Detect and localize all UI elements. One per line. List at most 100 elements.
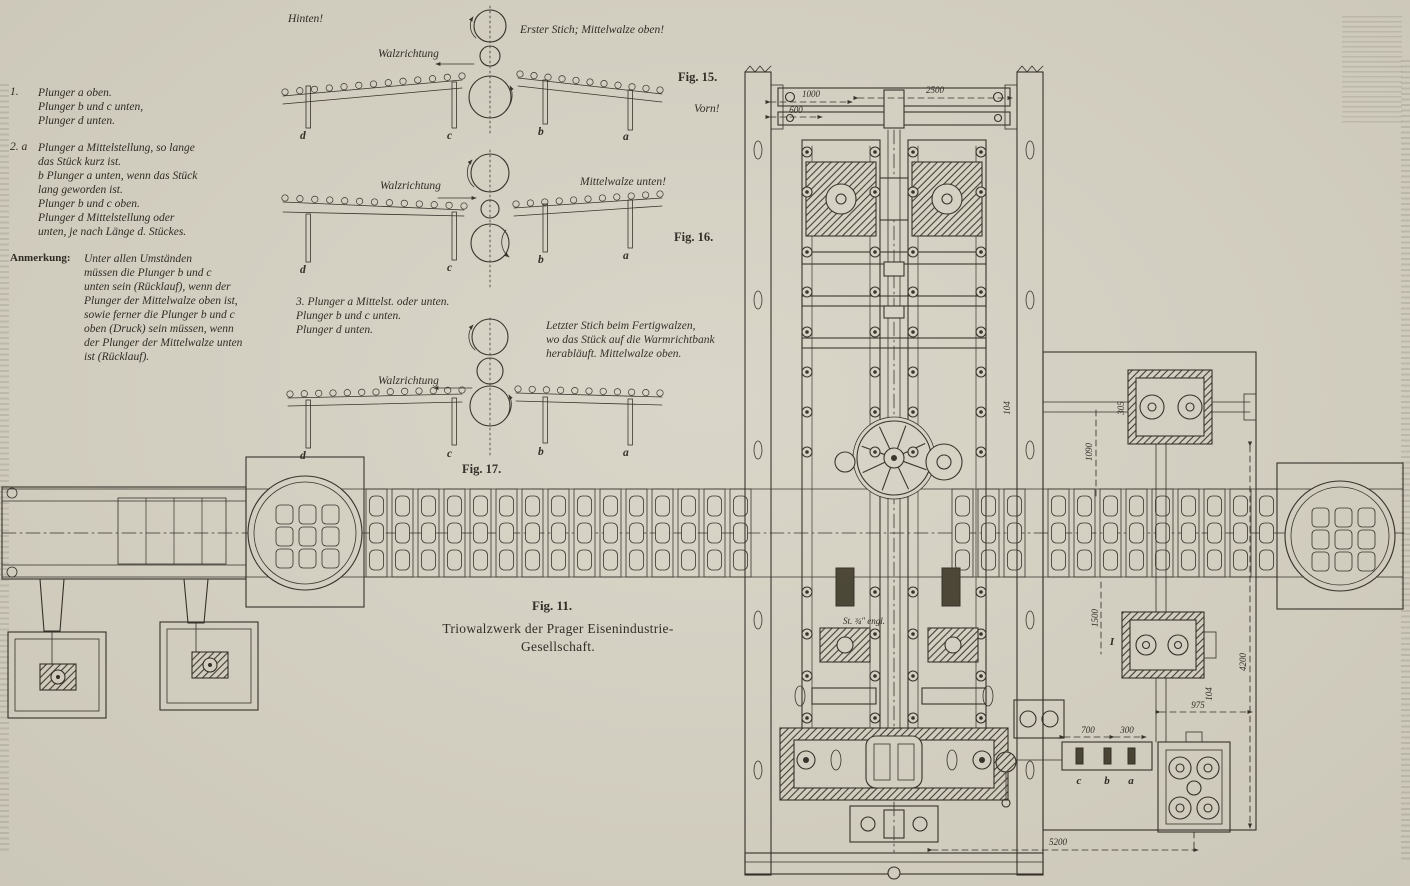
page-edge-bleed-right: [1401, 60, 1410, 860]
lever-a: [1127, 747, 1136, 765]
lever-b: [1103, 747, 1112, 765]
label-mittelwalze-unten: Mittelwalze unten!: [580, 176, 666, 188]
plunger-bar-c: [451, 397, 457, 446]
plunger-bar-b: [542, 396, 548, 444]
label-walzrichtung-16: Walzrichtung: [380, 180, 441, 192]
plunger-bar-a: [627, 199, 633, 249]
label-fig16: Fig. 16.: [674, 230, 714, 244]
plunger-left: [835, 567, 855, 607]
page-corner-bleed: [1342, 16, 1402, 124]
fig16-right-roller-chain: [512, 190, 664, 208]
pinion-gear: [925, 443, 963, 481]
plunger-bar-c: [451, 81, 457, 129]
fig16-top-roll: [470, 153, 510, 193]
label-vorn: Vorn!: [694, 103, 720, 115]
drive-extension-plan: [995, 351, 1257, 833]
plunger-operating-notes: 1. Plunger a oben. Plunger b und c unten…: [10, 86, 268, 364]
fig15-middle-roll: [479, 45, 501, 67]
fig17-pass-diagram: [286, 317, 664, 459]
label-walzrichtung-17: Walzrichtung: [378, 375, 439, 387]
fig16-letter-a: a: [623, 250, 629, 262]
fig17-letter-a: a: [623, 447, 629, 459]
masonry-wall-right: [1016, 65, 1044, 876]
lever-label-a: a: [1128, 775, 1134, 787]
plunger-bar-a: [627, 398, 633, 446]
fig17-top-roll: [471, 318, 509, 356]
fig16-middle-roll: [480, 199, 500, 219]
dim-104-upper: 104: [1002, 401, 1012, 415]
fig17-right-roller-chain: [514, 385, 664, 397]
label-fig15: Fig. 15.: [678, 70, 718, 84]
label-erster-stich: Erster Stich; Mittelwalze oben!: [520, 24, 665, 36]
turntable-left: [245, 456, 365, 608]
screw-down-handwheel: [834, 416, 963, 500]
fig15-letter-a: a: [623, 131, 629, 143]
note-number-2: 2. a: [10, 141, 28, 154]
fig15-left-roller-chain: [281, 72, 466, 96]
fig17-letter-b: b: [538, 446, 544, 458]
note-anmerkung: Anmerkung: Unter allen Umständen müssen …: [10, 252, 268, 364]
foundation-block-right: [159, 621, 259, 711]
note-item-2: 2. a Plunger a Mittelstellung, so lange …: [10, 141, 268, 239]
dim-305: 305: [1116, 401, 1126, 416]
dim-600: 600: [789, 105, 803, 115]
fig16-left-roller-chain: [281, 194, 468, 210]
fig16-letter-c: c: [447, 262, 453, 274]
dim-5200: 5200: [1049, 837, 1068, 847]
note-item-1: 1. Plunger a oben. Plunger b und c unten…: [10, 86, 268, 128]
dim-104-lower: 104: [1204, 687, 1214, 701]
fig15-top-roll: [473, 9, 507, 43]
label-hinten: Hinten!: [288, 13, 324, 25]
plunger-bar-d: [305, 85, 311, 129]
anmerkung-label: Anmerkung:: [10, 252, 71, 265]
plunger-right: [941, 567, 961, 607]
gearbox-upper: [1127, 369, 1257, 445]
rotation-arrow: [466, 159, 475, 188]
label-letzter-stich: Letzter Stich beim Fertigwalzen, wo das …: [546, 320, 715, 360]
rotation-arrow: [505, 85, 514, 111]
hydraulic-plungers: [794, 567, 994, 707]
fig15-bottom-roll: [468, 75, 512, 119]
dim-300: 300: [1119, 725, 1134, 735]
gearbox-label-I: I: [1109, 636, 1115, 648]
fig16-bottom-roll: [470, 223, 510, 263]
rotation-arrow: [468, 324, 476, 351]
turntable-right: [1276, 462, 1404, 610]
mill-base-plate: [779, 727, 1009, 880]
housing-bolts: [801, 146, 987, 724]
fig15-letter-b: b: [538, 126, 544, 138]
plunger-bar-b: [542, 79, 548, 125]
lever-c: [1075, 747, 1084, 765]
fig17-left-roller-chain: [286, 386, 466, 398]
fig16-letter-b: b: [538, 254, 544, 266]
caption-title: Triowalzwerk der Prager Eisenindustrie- …: [442, 621, 674, 654]
rotation-arrow: [468, 16, 477, 39]
left-approach-table: [1, 486, 247, 632]
fig15-letter-c: c: [447, 130, 453, 142]
control-lever-pedestal: [1061, 741, 1153, 771]
dim-1500: 1500: [1090, 609, 1100, 628]
fig17-middle-roll: [476, 357, 504, 385]
fig15-pass-diagram: [281, 5, 664, 137]
dim-2500: 2500: [926, 85, 945, 95]
plunger-bar-a: [627, 89, 633, 131]
fig15-letter-d: d: [300, 130, 306, 142]
fig16-letter-d: d: [300, 264, 306, 276]
table-leg: [39, 578, 65, 632]
fork-guide: [865, 735, 923, 789]
label-walzrichtung-15: Walzrichtung: [378, 48, 439, 60]
note-text-1: Plunger a oben. Plunger b und c unten, P…: [38, 87, 144, 128]
dim-1000: 1000: [802, 89, 821, 99]
fig17-bottom-roll: [469, 385, 511, 427]
fig17-letter-c: c: [447, 448, 453, 460]
bell-crank-linkage: [995, 751, 1063, 808]
roller-table: [1, 456, 1404, 719]
drain-pipe: [887, 866, 901, 880]
rotation-arrow: [501, 229, 510, 258]
page-edge-bleed-left: [0, 84, 9, 854]
plunger-bar-c: [451, 211, 457, 261]
foundation-block-left: [7, 630, 107, 719]
lever-label-b: b: [1104, 775, 1110, 787]
note-item-3: 3. Plunger a Mittelst. oder unten. Plung…: [296, 296, 450, 336]
